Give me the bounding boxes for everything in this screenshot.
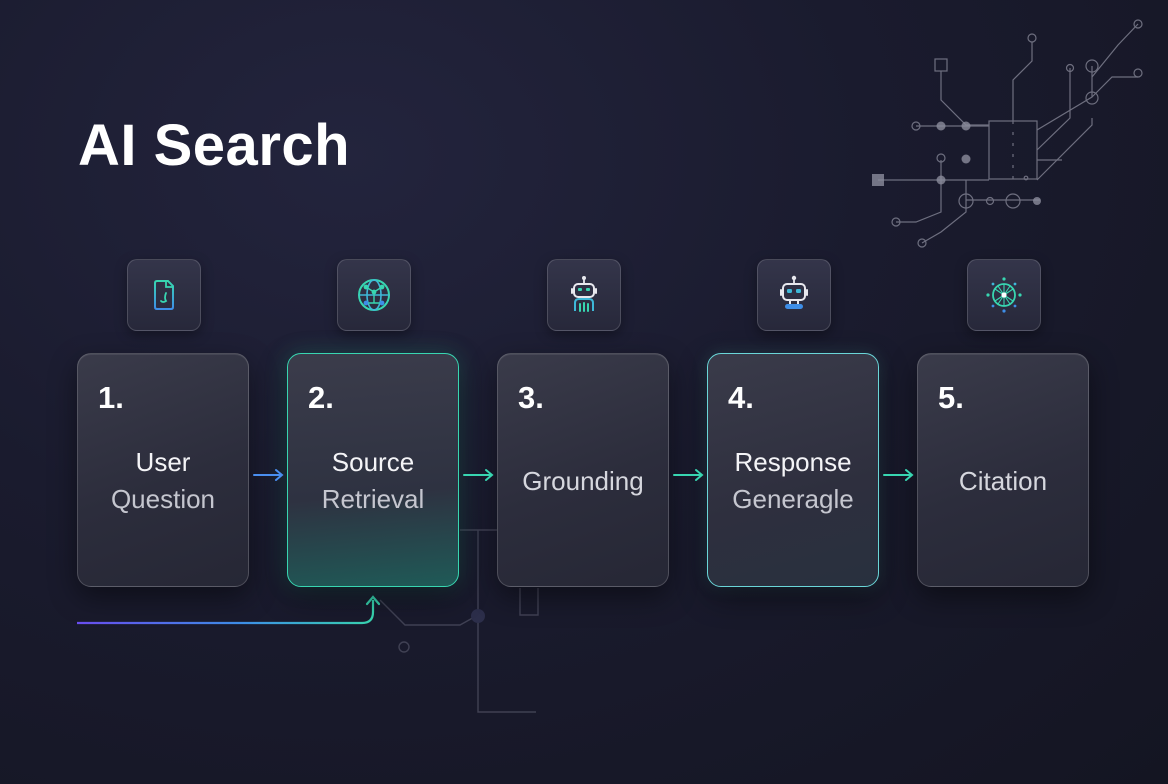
connector-node [471, 609, 485, 623]
step-label-line-1: Response [734, 447, 852, 477]
document-icon [154, 280, 174, 310]
step-label: Citation [918, 442, 1088, 520]
step-label-line-2: Generagle [732, 484, 854, 514]
feedback-flow-line [77, 600, 375, 625]
flow-arrow-2-3 [463, 469, 494, 481]
step-label-line-1: Source [331, 447, 415, 477]
network-node-icon [986, 277, 1022, 313]
step-5-icon-tile [967, 259, 1041, 331]
step-2-icon-tile [337, 259, 411, 331]
step-card-1: 1. User Question [77, 353, 249, 587]
step-number: 3. [518, 380, 544, 415]
circuit-decoration [878, 19, 1143, 248]
step-label-line-2: Retrieval [321, 484, 425, 514]
step-label: Grounding [498, 442, 668, 520]
circuit-nodes-filled [872, 121, 1041, 205]
step-label-line-1: User [135, 447, 191, 477]
step-label-text: Grounding [522, 465, 644, 496]
step-card-4: 4. Response Generagle [707, 353, 879, 587]
step-label: User Question [78, 442, 248, 520]
flow-arrow-4-5 [883, 469, 914, 481]
flow-arrow-3-4 [673, 469, 704, 481]
step-number: 4. [728, 380, 754, 415]
step-label-text: Citation [958, 465, 1048, 496]
step-card-3: 3. Grounding [497, 353, 669, 587]
step-number: 1. [98, 380, 124, 415]
step-label: Response Generagle [708, 442, 878, 520]
page-title: AI Search [78, 113, 351, 178]
robot-head-icon [780, 275, 808, 309]
step-number: 5. [938, 380, 964, 415]
step-card-5: 5. Citation [917, 353, 1089, 587]
step-label-line-2: Question [110, 484, 216, 514]
step-number: 2. [308, 380, 334, 415]
step-label: Source Retrieval [288, 442, 458, 520]
globe-network-icon [358, 279, 390, 311]
robot-icon [571, 276, 597, 312]
flow-arrow-1-2 [253, 469, 284, 481]
step-4-icon-tile [757, 259, 831, 331]
step-3-icon-tile [547, 259, 621, 331]
feedback-arrowhead [365, 595, 381, 606]
step-card-2: 2. Source Retrieval [287, 353, 459, 587]
step-1-icon-tile [127, 259, 201, 331]
